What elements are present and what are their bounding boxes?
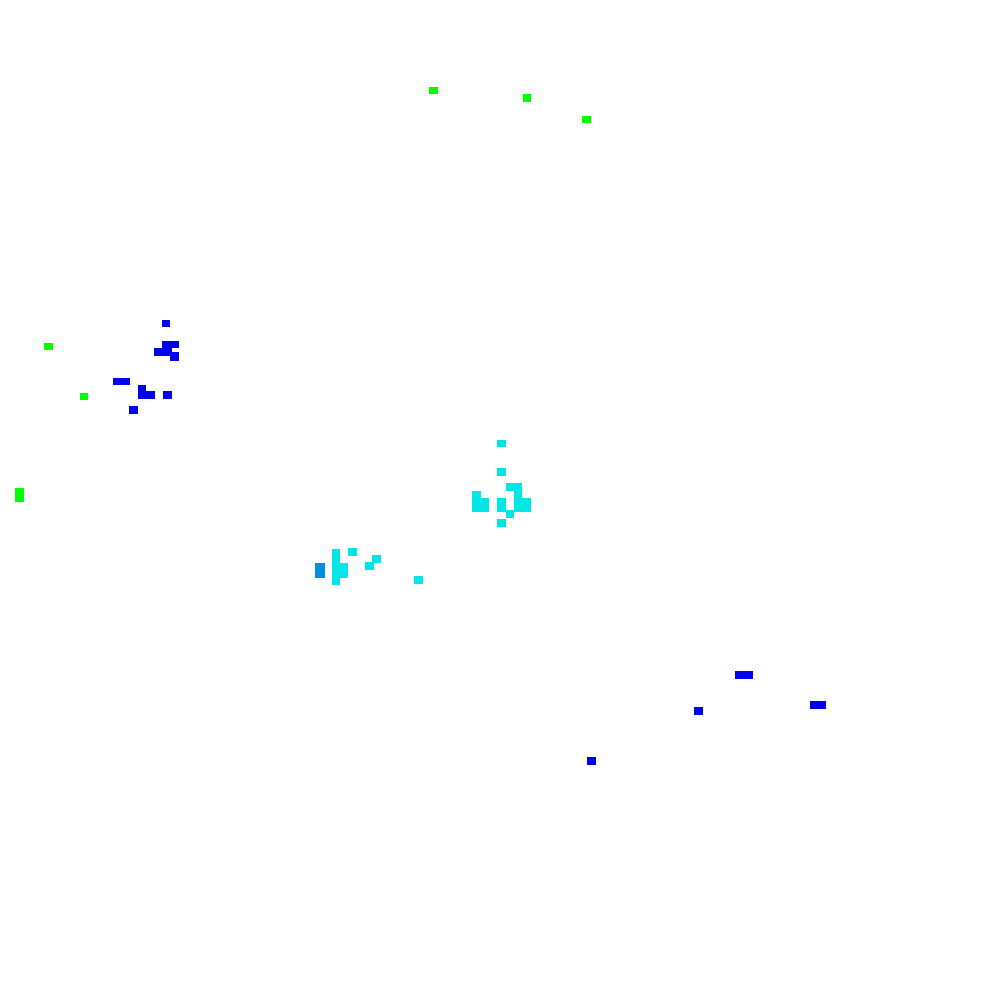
cyan-lower-pixel <box>372 555 381 563</box>
blue-left-pixel <box>162 341 179 348</box>
cyan-lower-pixel <box>332 549 340 557</box>
cyan-center-pixel <box>506 510 514 518</box>
cyan-lower-pixel <box>414 576 423 584</box>
cyan-lower-pixel <box>338 570 347 578</box>
blue-dots-right-cluster <box>587 671 826 765</box>
blue-left-pixel <box>138 391 155 399</box>
cyan-lower-pixel <box>332 577 340 585</box>
cyan-center-pixel <box>522 505 531 512</box>
cyan-center-pixel <box>514 483 522 490</box>
blue-left-pixel <box>129 406 138 414</box>
cyan-lower-pixel <box>365 562 374 570</box>
blue-left-pixel <box>154 348 172 356</box>
cyan-lower-pixel <box>348 548 357 556</box>
cyan-dots-lower-cluster <box>315 548 423 585</box>
blue-left-pixel <box>170 352 179 361</box>
blue-left-pixel <box>113 378 130 385</box>
pixel-layer <box>15 87 826 765</box>
cyan-lower-pixel <box>315 563 325 578</box>
cyan-dots-center-cluster <box>472 440 531 527</box>
blue-right-pixel <box>810 701 826 709</box>
blue-left-pixel <box>138 385 146 393</box>
blue-right-pixel <box>587 757 596 765</box>
cyan-center-pixel <box>497 440 506 447</box>
cyan-center-pixel <box>472 491 481 499</box>
green-pixel <box>80 393 88 400</box>
cyan-center-pixel <box>480 505 489 512</box>
green-dots-cluster <box>15 87 591 502</box>
green-pixel <box>429 87 438 94</box>
blue-left-pixel <box>162 320 170 327</box>
cyan-center-pixel <box>514 490 522 498</box>
blue-dots-left-cluster <box>113 320 179 414</box>
green-pixel <box>582 116 591 123</box>
green-pixel <box>523 94 531 102</box>
cyan-center-pixel <box>497 498 506 512</box>
blue-right-pixel <box>694 707 703 715</box>
green-pixel <box>44 343 53 350</box>
green-pixel <box>15 488 24 502</box>
blue-left-pixel <box>163 391 172 399</box>
blue-right-pixel <box>735 671 753 679</box>
cyan-center-pixel <box>497 519 506 527</box>
cyan-lower-pixel <box>332 556 340 578</box>
cyan-center-pixel <box>497 468 506 476</box>
